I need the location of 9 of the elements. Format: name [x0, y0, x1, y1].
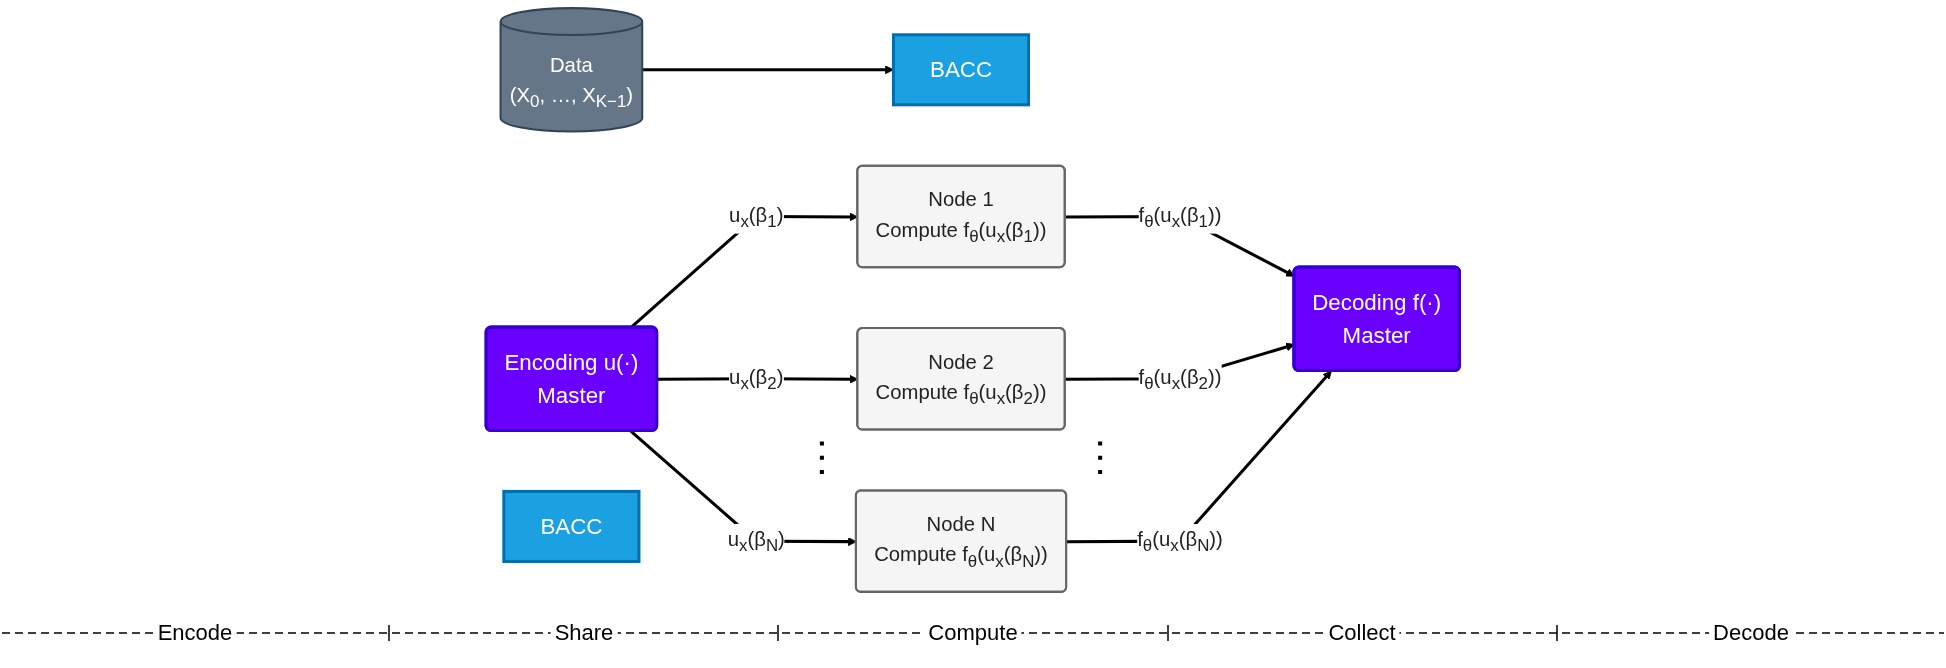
- edge-label: f$_{θ}$(u$_{x}$(β$_{1}$)): [1138, 203, 1222, 231]
- edge-label: f$_{θ}$(u$_{x}$(β$_{N}$)): [1137, 527, 1224, 556]
- node-box: BACC: [502, 489, 641, 563]
- edge-label: u$_{x}$(β$_{2}$): [729, 365, 784, 393]
- edge-label: f$_{θ}$(u$_{x}$(β$_{2}$)): [1138, 365, 1222, 393]
- node-box: BACC: [892, 33, 1031, 107]
- arrow: [1066, 370, 1333, 544]
- edge-label: u$_{x}$(β$_{N}$): [727, 527, 786, 556]
- edge-label: u$_{x}$(β$_{1}$): [729, 203, 784, 231]
